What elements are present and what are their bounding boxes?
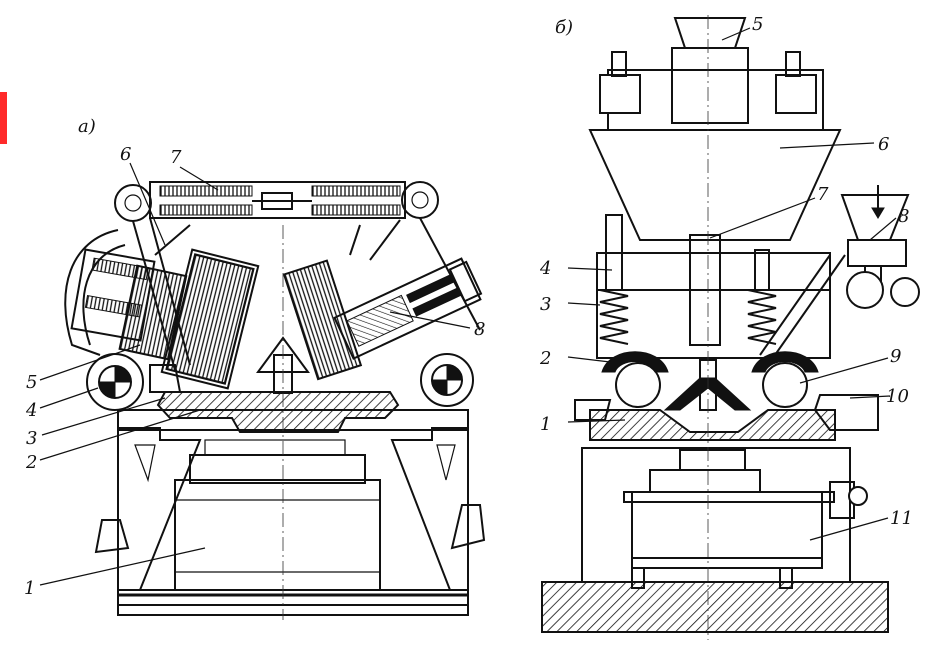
edge-mark (0, 92, 7, 144)
callout-b-3: 3 (540, 294, 551, 315)
callout-b-9: 9 (890, 346, 901, 367)
callout-b-6: 6 (878, 134, 889, 155)
callout-a-4: 4 (25, 400, 37, 421)
callout-b-10: 10 (886, 386, 909, 407)
callout-a-8: 8 (474, 319, 485, 340)
callout-b-4: 4 (539, 258, 551, 279)
callout-a-1: 1 (24, 578, 35, 599)
panel-b-drawing (541, 15, 920, 640)
callout-b-8: 8 (898, 206, 909, 227)
callout-b-1: 1 (540, 414, 551, 435)
callout-b-7: 7 (817, 184, 829, 205)
callout-a-6: 6 (120, 144, 131, 165)
callout-a-5: 5 (26, 372, 37, 393)
callout-a-2: 2 (25, 452, 37, 473)
panel-a-drawing (39, 162, 486, 620)
panel-a-letter: а) (78, 116, 96, 137)
callout-b-11: 11 (890, 508, 913, 529)
callout-b-2: 2 (539, 348, 551, 369)
callout-a-7: 7 (170, 147, 182, 168)
panel-b-letter: б) (555, 17, 573, 38)
callout-b-5: 5 (752, 14, 763, 35)
callout-a-3: 3 (26, 428, 37, 449)
